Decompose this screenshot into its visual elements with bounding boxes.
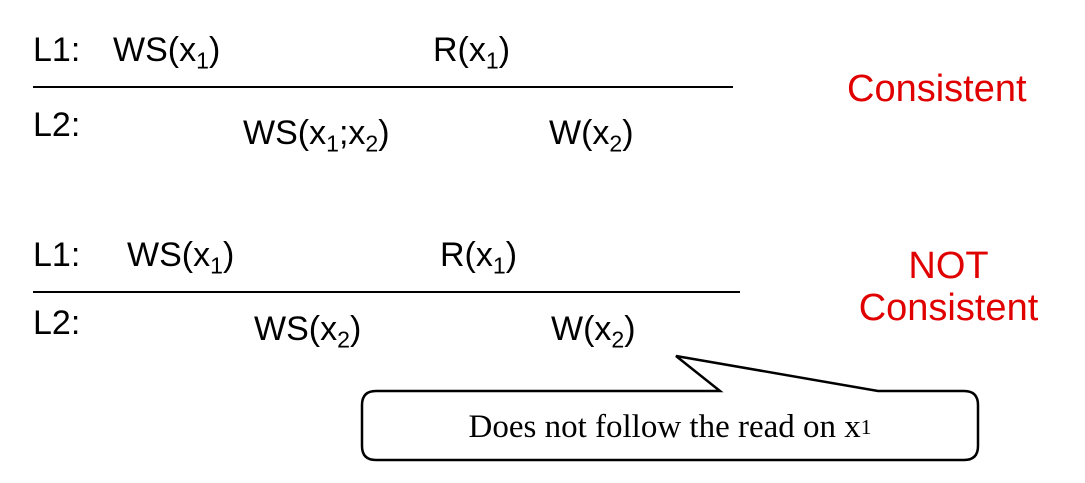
- op-subscript: 1: [210, 252, 223, 279]
- op-text: ): [222, 236, 235, 274]
- op-text: WS(x: [254, 310, 338, 348]
- timeline-divider: [33, 291, 740, 293]
- l1-label: L1:: [33, 236, 81, 274]
- op-text: WS(x: [127, 236, 211, 274]
- op-text: ): [624, 310, 636, 348]
- op-text: ): [622, 114, 634, 152]
- op-subscript: 1: [326, 130, 339, 157]
- op-text: ): [349, 310, 362, 348]
- op-text: ;x: [338, 114, 366, 152]
- l1-read-op: R(x1): [433, 31, 511, 72]
- timeline-divider: [33, 86, 733, 88]
- l2-label: L2:: [33, 106, 81, 144]
- l1-write-sync-op: WS(x1): [113, 31, 221, 72]
- verdict-line: Consistent: [858, 287, 1039, 329]
- op-text: W(x: [551, 310, 612, 348]
- op-subscript: 2: [365, 130, 379, 157]
- op-subscript: 2: [337, 326, 350, 353]
- verdict-not-consistent: NOT Consistent: [846, 245, 1051, 329]
- l1-write-sync-op: WS(x1): [127, 236, 235, 277]
- l2-write-op: W(x2): [549, 114, 634, 155]
- op-text: R(x: [440, 236, 493, 274]
- op-subscript: 1: [485, 47, 499, 74]
- op-subscript: 2: [611, 326, 625, 353]
- verdict-line: NOT: [908, 245, 989, 287]
- op-text: R(x: [433, 31, 486, 69]
- op-subscript: 1: [492, 252, 506, 279]
- op-text: ): [208, 31, 221, 69]
- l1-label: L1:: [33, 31, 81, 69]
- op-text: ): [505, 236, 518, 274]
- callout-outline: [360, 354, 980, 462]
- verdict-consistent: Consistent: [847, 68, 1027, 110]
- op-subscript: 1: [196, 47, 209, 74]
- op-subscript: 2: [609, 130, 623, 157]
- op-text: ): [378, 114, 390, 152]
- l2-write-sync-op: WS(x2): [254, 310, 362, 351]
- op-text: W(x: [549, 114, 610, 152]
- l1-read-op: R(x1): [440, 236, 518, 277]
- l2-write-op: W(x2): [551, 310, 636, 351]
- op-text: WS(x: [113, 31, 197, 69]
- l2-label: L2:: [33, 304, 81, 342]
- op-text: ): [498, 31, 511, 69]
- op-text: WS(x: [243, 114, 327, 152]
- l2-write-sync-op: WS(x1;x2): [243, 114, 390, 155]
- callout-text-main: Does not follow the read on x: [468, 408, 861, 445]
